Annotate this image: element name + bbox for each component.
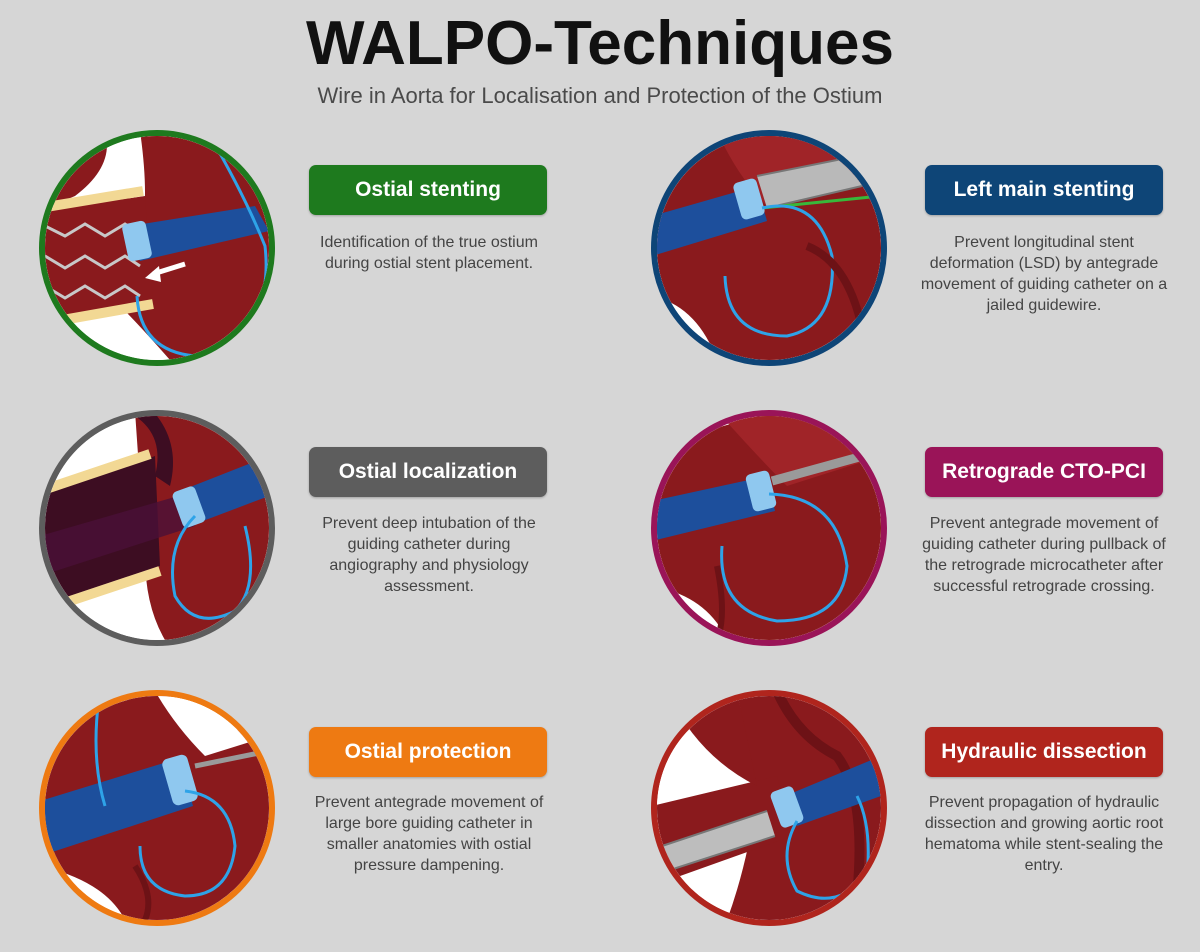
ostial-localization-badge: Ostial localization (309, 447, 547, 497)
ostial-localization-description: Prevent deep intubation of the guiding c… (322, 515, 536, 595)
left-main-stenting-description: Prevent longitudinal stent deformation (… (920, 234, 1168, 314)
ostial-stenting-badge: Ostial stenting (309, 165, 547, 215)
retrograde-cto-pci-svg (657, 416, 881, 640)
retrograde-cto-pci-badge: Retrograde CTO-PCI (925, 447, 1163, 497)
hydraulic-dissection-svg (657, 696, 881, 920)
left-main-stenting-svg (657, 136, 881, 360)
left-main-stenting-badge: Left main stenting (925, 165, 1163, 215)
page-title: WALPO-Techniques (306, 9, 894, 78)
page-subtitle: Wire in Aorta for Localisation and Prote… (317, 83, 883, 108)
ostial-localization-illustration (39, 410, 275, 646)
retrograde-cto-pci-illustration (651, 410, 887, 646)
ostial-stenting-illustration (39, 130, 275, 366)
ostial-localization-svg (45, 416, 269, 640)
ostial-stenting-description: Identification of the true ostium during… (320, 234, 538, 272)
hydraulic-dissection-description: Prevent propagation of hydraulic dissect… (924, 794, 1164, 874)
ostial-protection-badge: Ostial protection (309, 727, 547, 777)
ostial-stenting-svg (45, 136, 269, 360)
left-main-stenting-illustration (651, 130, 887, 366)
ostial-protection-description: Prevent antegrade movement of large bore… (314, 794, 544, 874)
retrograde-cto-pci-description: Prevent antegrade movement of guiding ca… (922, 515, 1166, 595)
ostial-protection-illustration (39, 690, 275, 926)
ostial-protection-svg (45, 696, 269, 920)
hydraulic-dissection-illustration (651, 690, 887, 926)
hydraulic-dissection-badge: Hydraulic dissection (925, 727, 1163, 777)
